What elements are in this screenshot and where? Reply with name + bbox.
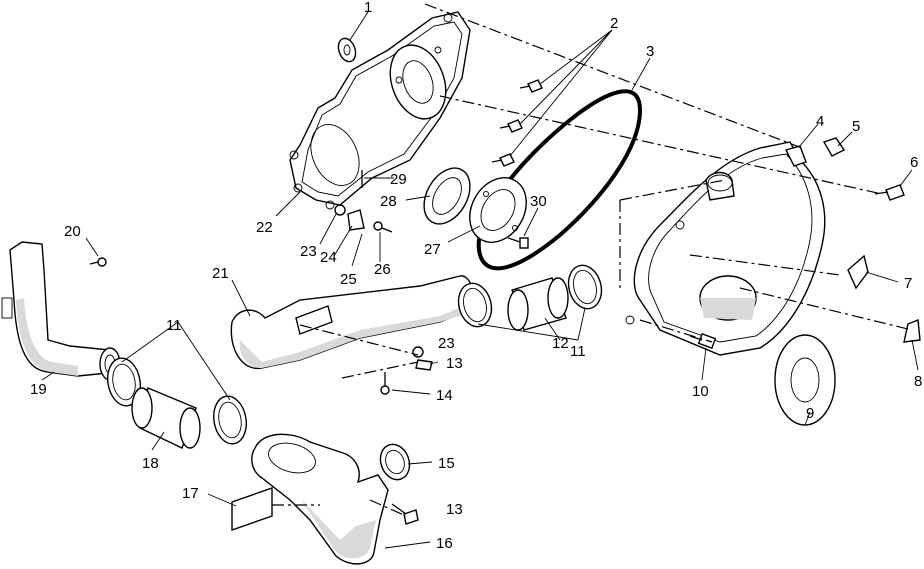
callout-29: 29	[390, 171, 407, 188]
callout-10: 10	[692, 383, 709, 400]
callout-9: 9	[806, 405, 814, 422]
clip-part	[822, 137, 846, 157]
hose-clamp-lower-part	[107, 357, 247, 445]
callout-11-upper-left: 11	[166, 317, 182, 334]
callout-30: 30	[530, 193, 547, 210]
bearing-plate-part	[469, 177, 527, 243]
coupling-tube-part	[507, 277, 569, 331]
screw-part-13-lower	[391, 503, 419, 525]
callout-3: 3	[646, 43, 654, 60]
intake-duct-part	[230, 275, 474, 370]
round-gasket-part	[774, 334, 836, 426]
callout-28: 28	[380, 193, 397, 210]
hose-tube-part	[131, 387, 201, 449]
filter-pad-part	[231, 487, 273, 531]
callout-26: 26	[374, 261, 391, 278]
seal-part	[423, 167, 471, 225]
drive-belt-part	[476, 89, 643, 271]
callout-23-upper: 23	[300, 243, 317, 260]
callout-6: 6	[910, 154, 918, 171]
hose-clamp-part	[457, 264, 603, 328]
callout-27: 27	[424, 241, 441, 258]
callout-11-right: 11	[570, 343, 586, 360]
lower-duct-part	[251, 433, 389, 565]
decal-part	[847, 254, 869, 290]
small-hardware-part	[334, 170, 393, 233]
callout-8: 8	[914, 373, 922, 390]
callout-16: 16	[436, 535, 453, 552]
callout-22: 22	[256, 219, 273, 236]
callout-25: 25	[340, 271, 357, 288]
callout-24: 24	[320, 249, 337, 266]
outer-cover-part	[625, 141, 826, 356]
inner-cover-part	[289, 11, 471, 210]
fasteners-middle-part	[380, 346, 433, 395]
screw-part	[507, 237, 529, 249]
callout-15: 15	[438, 455, 455, 472]
callout-23-middle: 23	[438, 335, 455, 352]
clamp-part-15	[379, 443, 411, 481]
callout-2: 2	[610, 15, 618, 32]
callout-4: 4	[816, 113, 824, 130]
callout-20: 20	[64, 223, 81, 240]
callout-14: 14	[436, 387, 453, 404]
callout-1: 1	[364, 0, 372, 16]
callout-18: 18	[142, 455, 159, 472]
screw-part-20	[89, 257, 107, 267]
cover-bolts-part	[491, 79, 543, 167]
callout-labels: 1 2 3 4 5 6 7 8 9 10 11 11 12 13 13 14 1…	[30, 0, 922, 552]
callout-12: 12	[552, 335, 569, 352]
callout-5: 5	[852, 118, 860, 135]
plate-part	[903, 319, 921, 343]
callout-7: 7	[904, 275, 912, 292]
screw-part-6	[874, 184, 905, 201]
washer-part	[337, 37, 357, 63]
callout-17: 17	[182, 485, 199, 502]
callout-13-middle: 13	[446, 355, 463, 372]
callout-21: 21	[212, 265, 229, 282]
alignment-lines	[272, 3, 913, 517]
callout-19: 19	[30, 381, 47, 398]
callout-13-lower: 13	[446, 501, 463, 518]
leader-lines	[41, 11, 919, 549]
